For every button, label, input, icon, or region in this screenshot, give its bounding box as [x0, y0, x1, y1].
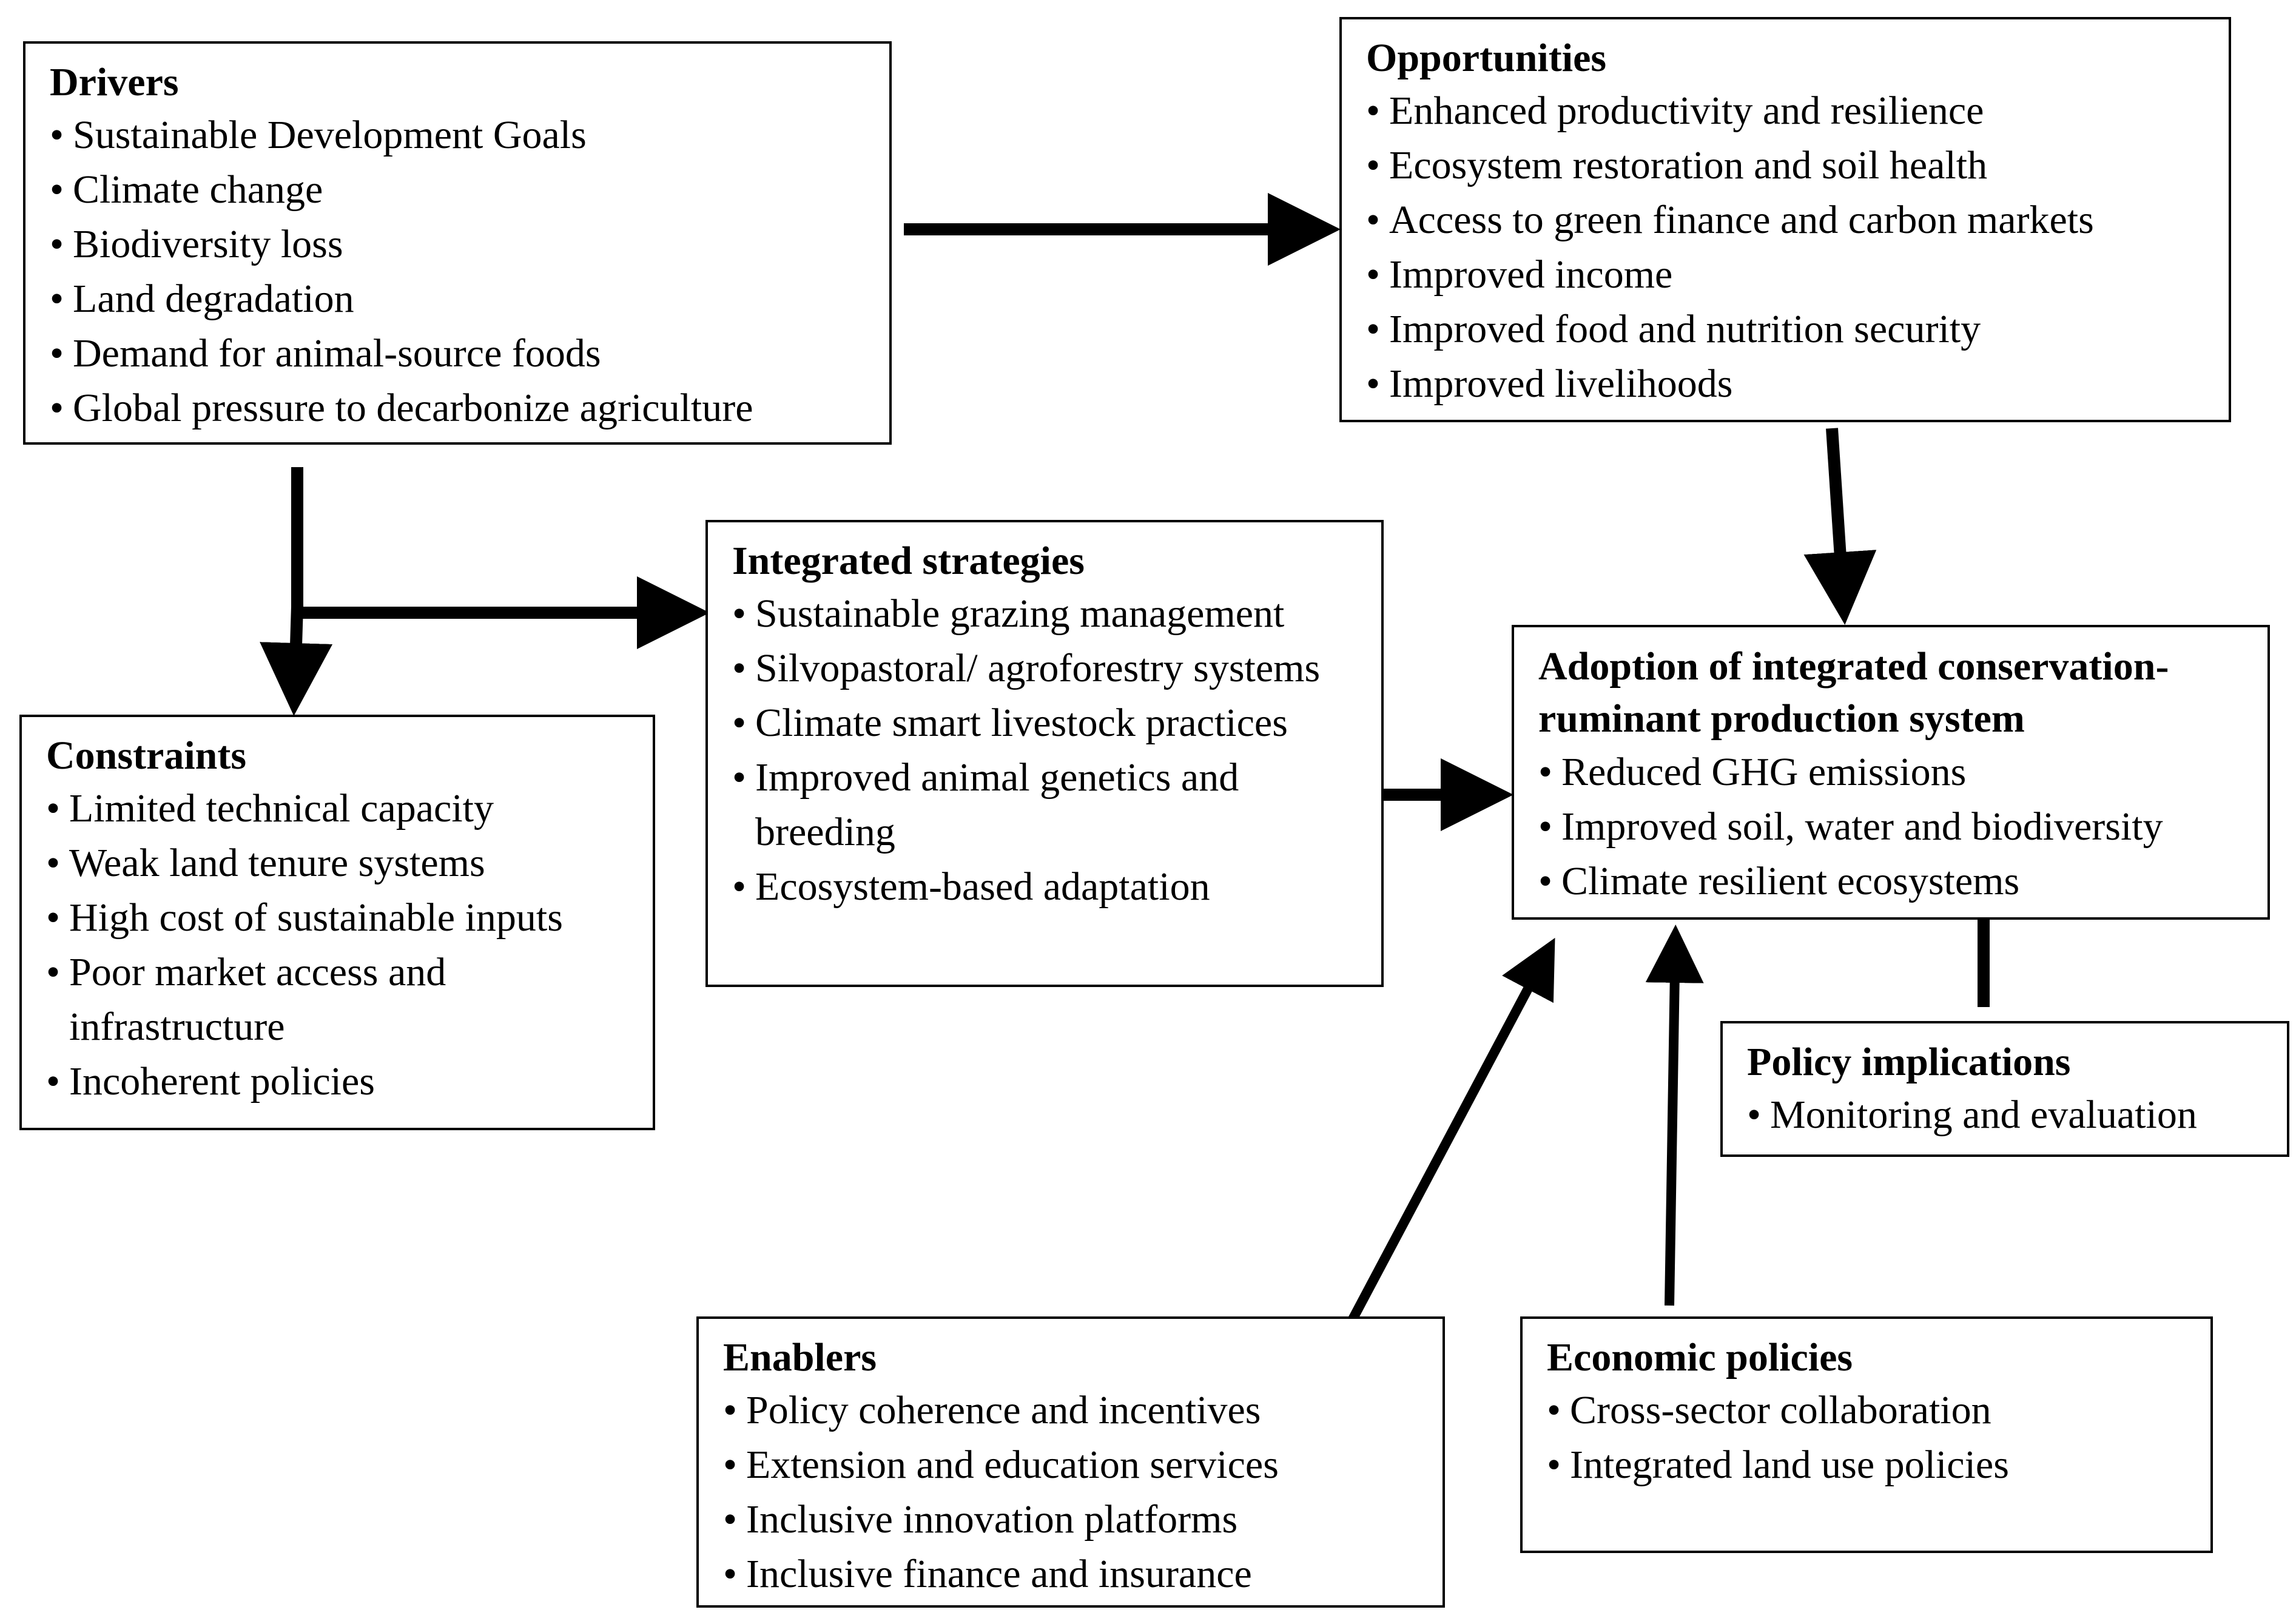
list-item: Ecosystem-based adaptation: [732, 860, 1363, 914]
list-item: Improved income: [1366, 248, 2210, 302]
list-item: Global pressure to decarbonize agricultu…: [50, 381, 871, 436]
strategies-list: Sustainable grazing management Silvopast…: [732, 587, 1363, 914]
list-item: Integrated land use policies: [1547, 1438, 2192, 1492]
list-item: Climate change: [50, 163, 871, 217]
list-item: High cost of sustainable inputs: [46, 891, 635, 945]
list-item: Sustainable grazing management: [732, 587, 1363, 641]
list-item: Extension and education services: [723, 1438, 1424, 1492]
constraints-title: Constraints: [46, 733, 247, 778]
adoption-box: Adoption of integrated conservation-rumi…: [1512, 625, 2270, 920]
list-item: Monitoring and evaluation: [1747, 1088, 2269, 1142]
economic-policies-title: Economic policies: [1547, 1335, 1853, 1380]
list-item: Enhanced productivity and resilience: [1366, 84, 2210, 138]
enablers-list: Policy coherence and incentives Extensio…: [723, 1383, 1424, 1602]
arrow-enablers-to-adoption: [1347, 937, 1555, 1324]
constraints-box: Constraints Limited technical capacity W…: [19, 715, 655, 1130]
policy-box: Policy implications Monitoring and evalu…: [1720, 1021, 2289, 1157]
list-item: Reduced GHG emissions: [1538, 745, 2249, 800]
list-item: Inclusive finance and insurance: [723, 1547, 1424, 1602]
list-item: Climate smart livestock practices: [732, 696, 1363, 750]
list-item: Ecosystem restoration and soil health: [1366, 138, 2210, 193]
list-item: Biodiversity loss: [50, 217, 871, 272]
list-item: Weak land tenure systems: [46, 836, 635, 891]
opportunities-title: Opportunities: [1366, 36, 1607, 80]
list-item: Policy coherence and incentives: [723, 1383, 1424, 1438]
strategies-title: Integrated strategies: [732, 539, 1085, 583]
arrow-to-constraints: [260, 606, 333, 716]
drivers-box: Drivers Sustainable Development Goals Cl…: [23, 41, 892, 445]
policy-list: Monitoring and evaluation: [1747, 1088, 2269, 1142]
policy-title: Policy implications: [1747, 1040, 2071, 1084]
list-item: Improved animal genetics and breeding: [732, 750, 1363, 860]
list-item: Poor market access and infrastructure: [46, 945, 635, 1054]
constraints-list: Limited technical capacity Weak land ten…: [46, 781, 635, 1109]
economic-policies-box: Economic policies Cross-sector collabora…: [1520, 1316, 2213, 1553]
list-item: Silvopastoral/ agroforestry systems: [732, 641, 1363, 696]
list-item: Land degradation: [50, 272, 871, 326]
adoption-title: Adoption of integrated conservation-rumi…: [1538, 644, 2169, 741]
list-item: Access to green finance and carbon marke…: [1366, 193, 2210, 248]
list-item: Improved food and nutrition security: [1366, 302, 2210, 357]
list-item: Improved livelihoods: [1366, 357, 2210, 411]
opportunities-box: Opportunities Enhanced productivity and …: [1339, 17, 2231, 422]
list-item: Incoherent policies: [46, 1054, 635, 1109]
drivers-title: Drivers: [50, 60, 179, 104]
list-item: Sustainable Development Goals: [50, 108, 871, 163]
strategies-box: Integrated strategies Sustainable grazin…: [705, 520, 1384, 987]
economic-policies-list: Cross-sector collaboration Integrated la…: [1547, 1383, 2192, 1492]
enablers-box: Enablers Policy coherence and incentives…: [696, 1316, 1445, 1608]
list-item: Improved soil, water and biodiversity: [1538, 800, 2249, 854]
list-item: Demand for animal-source foods: [50, 326, 871, 381]
arrow-econ-to-adoption: [1645, 925, 1704, 1306]
arrow-opportunities-to-adoption: [1803, 428, 1877, 625]
list-item: Inclusive innovation platforms: [723, 1492, 1424, 1547]
list-item: Cross-sector collaboration: [1547, 1383, 2192, 1438]
drivers-list: Sustainable Development Goals Climate ch…: [50, 108, 871, 436]
adoption-list: Reduced GHG emissions Improved soil, wat…: [1538, 745, 2249, 909]
list-item: Climate resilient ecosystems: [1538, 854, 2249, 909]
list-item: Limited technical capacity: [46, 781, 635, 836]
enablers-title: Enablers: [723, 1335, 877, 1380]
opportunities-list: Enhanced productivity and resilience Eco…: [1366, 84, 2210, 411]
